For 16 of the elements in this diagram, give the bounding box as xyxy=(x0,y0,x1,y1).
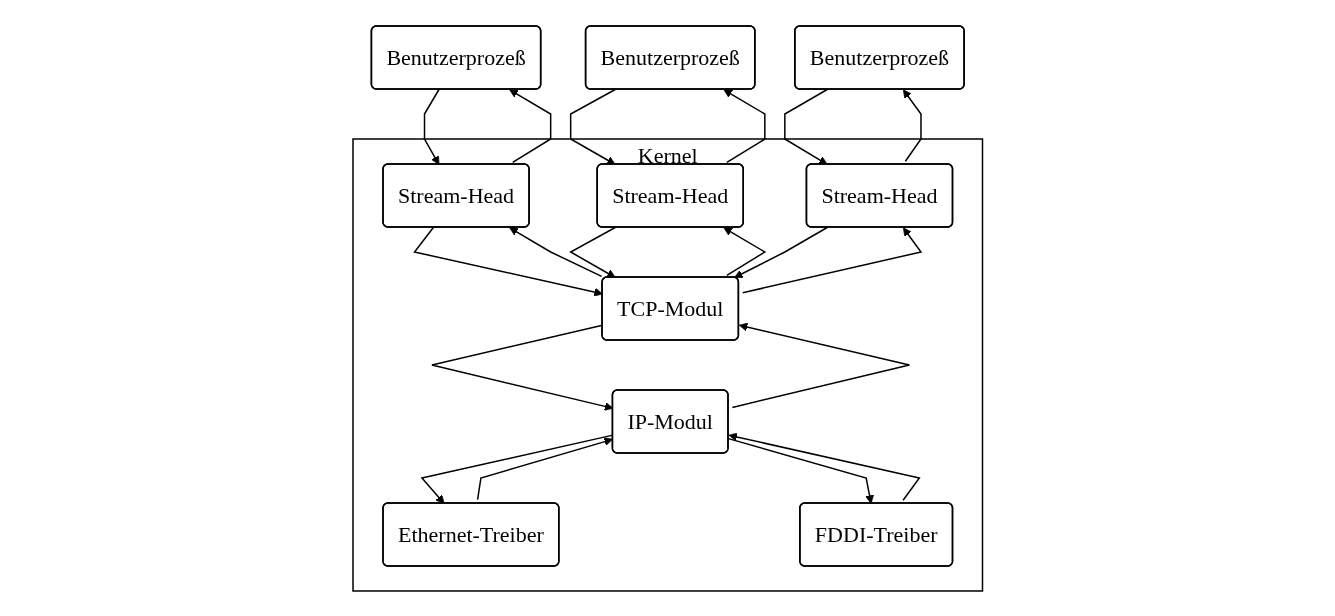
arrow xyxy=(476,436,613,500)
arrow xyxy=(731,322,910,408)
arrow xyxy=(733,226,828,278)
arrow xyxy=(569,88,616,165)
arrow xyxy=(423,88,440,165)
arrow xyxy=(509,88,552,163)
arrow xyxy=(723,226,767,276)
arrow xyxy=(783,88,828,165)
arrow xyxy=(728,432,921,501)
arrow xyxy=(723,88,766,163)
arrow xyxy=(509,226,603,277)
arrow xyxy=(568,226,616,278)
arrow xyxy=(902,88,922,162)
arrow xyxy=(412,226,603,296)
arrow xyxy=(727,437,874,504)
arrow xyxy=(741,226,922,293)
